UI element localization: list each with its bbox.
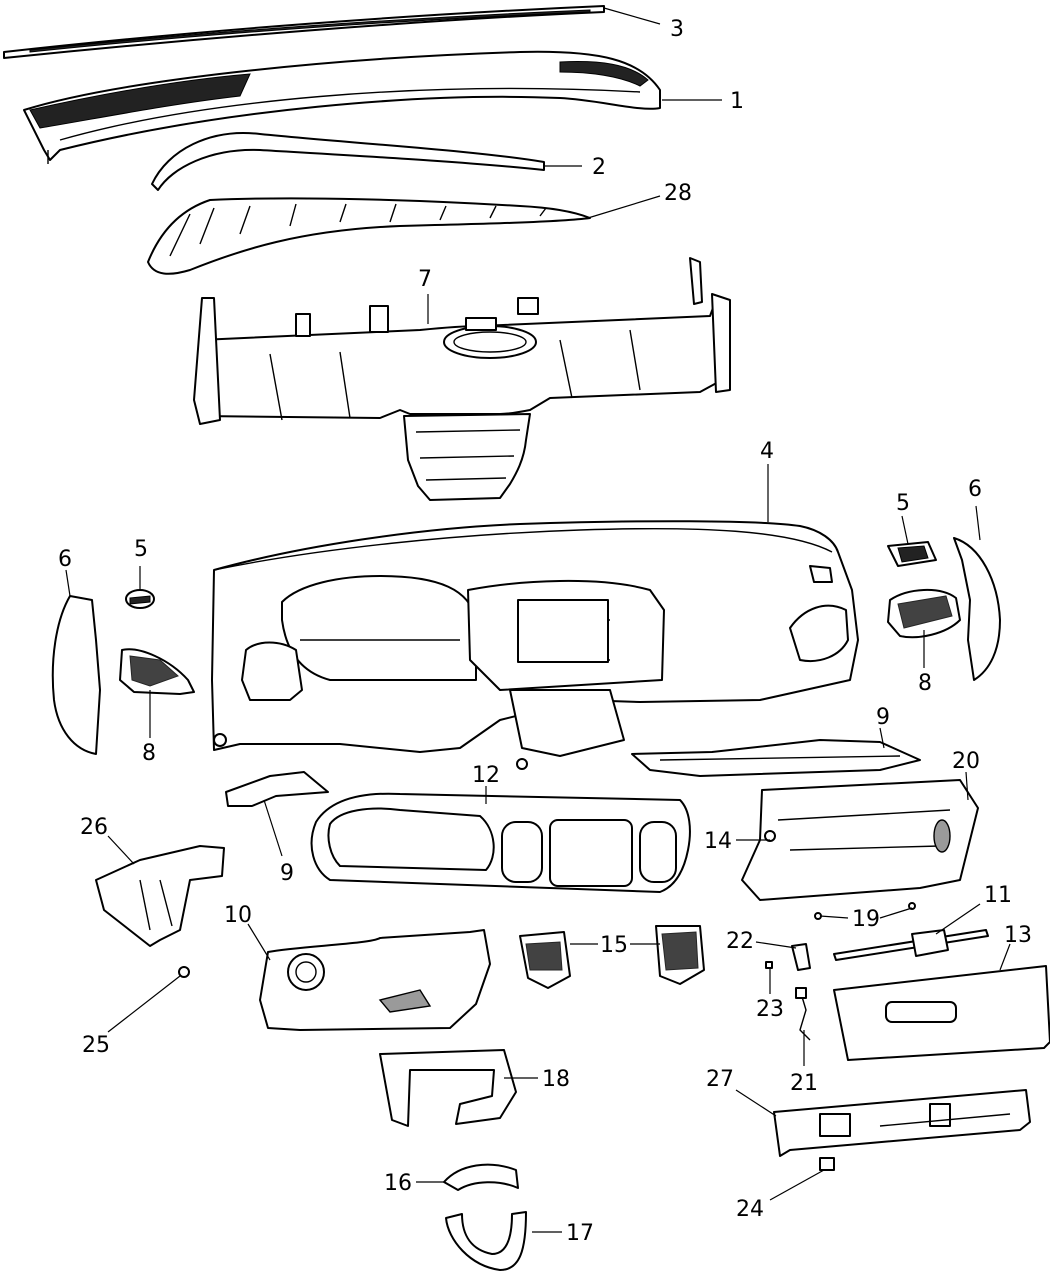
part-11-glove-box-latch	[833, 929, 989, 961]
callout-19: 19	[852, 907, 880, 932]
part-23-fastener	[765, 961, 773, 969]
part-18-steering-column-opening-cover	[379, 1049, 517, 1127]
part-6-right-end-cap	[953, 537, 1001, 681]
callout-labels: 3 1 2 28 7 4 5 6 5 6 8 8 9 9 12 20 14 26…	[58, 17, 1032, 1246]
callout-20: 20	[952, 749, 980, 774]
callout-17: 17	[566, 1221, 594, 1246]
callout-7: 7	[418, 267, 432, 292]
part-5-right-defroster-outlet	[887, 541, 937, 567]
callout-3: 3	[670, 17, 684, 42]
callout-18: 18	[542, 1067, 570, 1092]
callout-28: 28	[664, 181, 692, 206]
part-2-dash-trim-molding	[151, 132, 545, 191]
part-24-clip	[819, 1157, 835, 1171]
part-16-steering-column-shroud-upper	[443, 1163, 519, 1191]
callout-24: 24	[736, 1197, 764, 1222]
part-8-right-air-outlet	[887, 588, 961, 639]
part-13-glove-box-door	[833, 965, 1050, 1061]
callout-14: 14	[704, 829, 732, 854]
callout-25: 25	[82, 1033, 110, 1058]
callout-8-left: 8	[142, 741, 156, 766]
part-12-cluster-bezel	[310, 792, 691, 893]
callout-11: 11	[984, 883, 1012, 908]
callout-26: 26	[80, 815, 108, 840]
callout-22: 22	[726, 929, 754, 954]
part-9-right-support-bracket	[631, 739, 921, 777]
callout-12: 12	[472, 763, 500, 788]
callout-9-left: 9	[280, 861, 294, 886]
callout-5-left: 5	[134, 537, 148, 562]
leader-lines	[65, 7, 1011, 1233]
callout-6-left: 6	[58, 547, 72, 572]
part-7-cross-car-beam	[193, 257, 731, 501]
part-10-lower-instrument-panel-cover	[259, 929, 491, 1031]
part-6-left-end-cap	[51, 595, 101, 755]
part-22-switch	[791, 943, 811, 971]
part-27-lower-trim-panel	[773, 1089, 1031, 1157]
callout-4: 4	[760, 439, 774, 464]
callout-23: 23	[756, 997, 784, 1022]
callout-27: 27	[706, 1067, 734, 1092]
part-1-instrument-panel-top-cover	[23, 50, 661, 164]
callout-2: 2	[592, 155, 606, 180]
callout-15: 15	[600, 933, 628, 958]
callout-21: 21	[790, 1071, 818, 1096]
part-3-defroster-strip	[3, 5, 605, 59]
part-21-wiring	[795, 987, 811, 1041]
callout-16: 16	[384, 1171, 412, 1196]
part-14-bracket	[764, 830, 776, 842]
part-5-left-defroster-outlet	[125, 589, 155, 609]
part-25-clip	[178, 966, 190, 978]
callout-8-right: 8	[918, 671, 932, 696]
part-4-instrument-panel-assembly	[211, 520, 859, 770]
part-17-steering-column-shroud-lower	[445, 1211, 527, 1271]
callout-6-right: 6	[968, 477, 982, 502]
part-15-right-center-air-outlet	[655, 925, 705, 985]
callout-10: 10	[224, 903, 252, 928]
callout-13: 13	[1004, 923, 1032, 948]
part-8-left-air-outlet	[119, 648, 195, 695]
part-20-glove-box-bin	[741, 779, 979, 901]
part-15-left-center-air-outlet	[519, 931, 571, 989]
callout-1: 1	[730, 89, 744, 114]
callout-5-right: 5	[896, 491, 910, 516]
part-28-dash-upper-bracket	[147, 197, 591, 275]
callout-9-right: 9	[876, 705, 890, 730]
part-26-knee-bolster-bracket	[95, 845, 225, 947]
part-9-left-support-bracket	[225, 771, 329, 807]
